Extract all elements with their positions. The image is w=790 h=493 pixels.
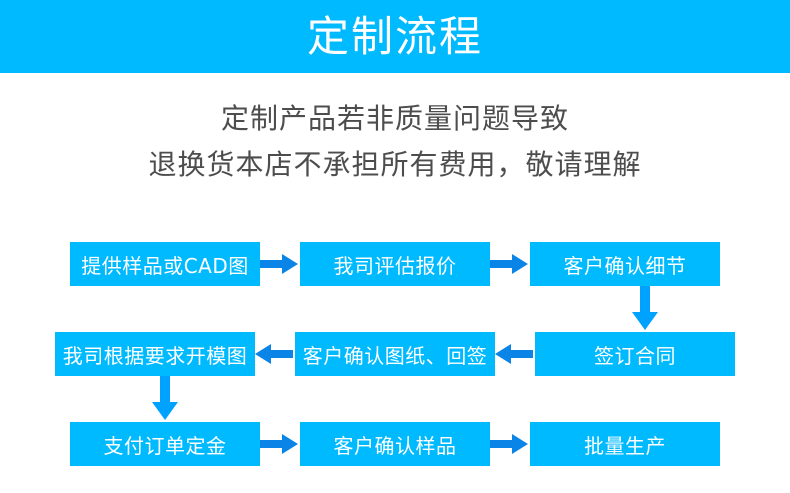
arrow-right-icon [490, 251, 530, 277]
arrow-right-icon [260, 251, 300, 277]
process-flowchart: 提供样品或CAD图 我司评估报价 客户确认细节 我司根据要求开模图 客户确认图纸… [0, 230, 790, 490]
arrow-right-icon [490, 431, 530, 457]
subtitle-block: 定制产品若非质量问题导致 退换货本店不承担所有费用，敬请理解 [0, 96, 790, 188]
flow-step-customer-confirm-sample[interactable]: 客户确认样品 [300, 422, 490, 466]
flow-step-customer-confirm-drawing[interactable]: 客户确认图纸、回签 [295, 332, 495, 376]
flow-step-mass-production[interactable]: 批量生产 [530, 422, 720, 466]
flow-step-mold-drawing[interactable]: 我司根据要求开模图 [55, 332, 255, 376]
subtitle-line-2: 退换货本店不承担所有费用，敬请理解 [148, 148, 642, 181]
arrow-down-icon [152, 376, 178, 422]
flow-step-customer-confirm-details[interactable]: 客户确认细节 [530, 242, 720, 286]
flow-row-1: 提供样品或CAD图 我司评估报价 客户确认细节 [0, 242, 790, 286]
flow-step-quote-evaluation[interactable]: 我司评估报价 [300, 242, 490, 286]
arrow-left-icon [255, 341, 295, 367]
flow-step-sign-contract[interactable]: 签订合同 [535, 332, 735, 376]
flow-step-provide-sample[interactable]: 提供样品或CAD图 [70, 242, 260, 286]
page-title: 定制流程 [306, 11, 483, 61]
arrow-left-icon [495, 341, 535, 367]
flow-step-pay-deposit[interactable]: 支付订单定金 [70, 422, 260, 466]
flow-row-3: 支付订单定金 客户确认样品 批量生产 [0, 422, 790, 466]
flow-row-2: 我司根据要求开模图 客户确认图纸、回签 签订合同 [0, 332, 790, 376]
arrow-down-icon [632, 286, 658, 332]
arrow-right-icon [260, 431, 300, 457]
subtitle-line-1: 定制产品若非质量问题导致 [220, 102, 569, 135]
header-banner: 定制流程 [0, 0, 790, 73]
